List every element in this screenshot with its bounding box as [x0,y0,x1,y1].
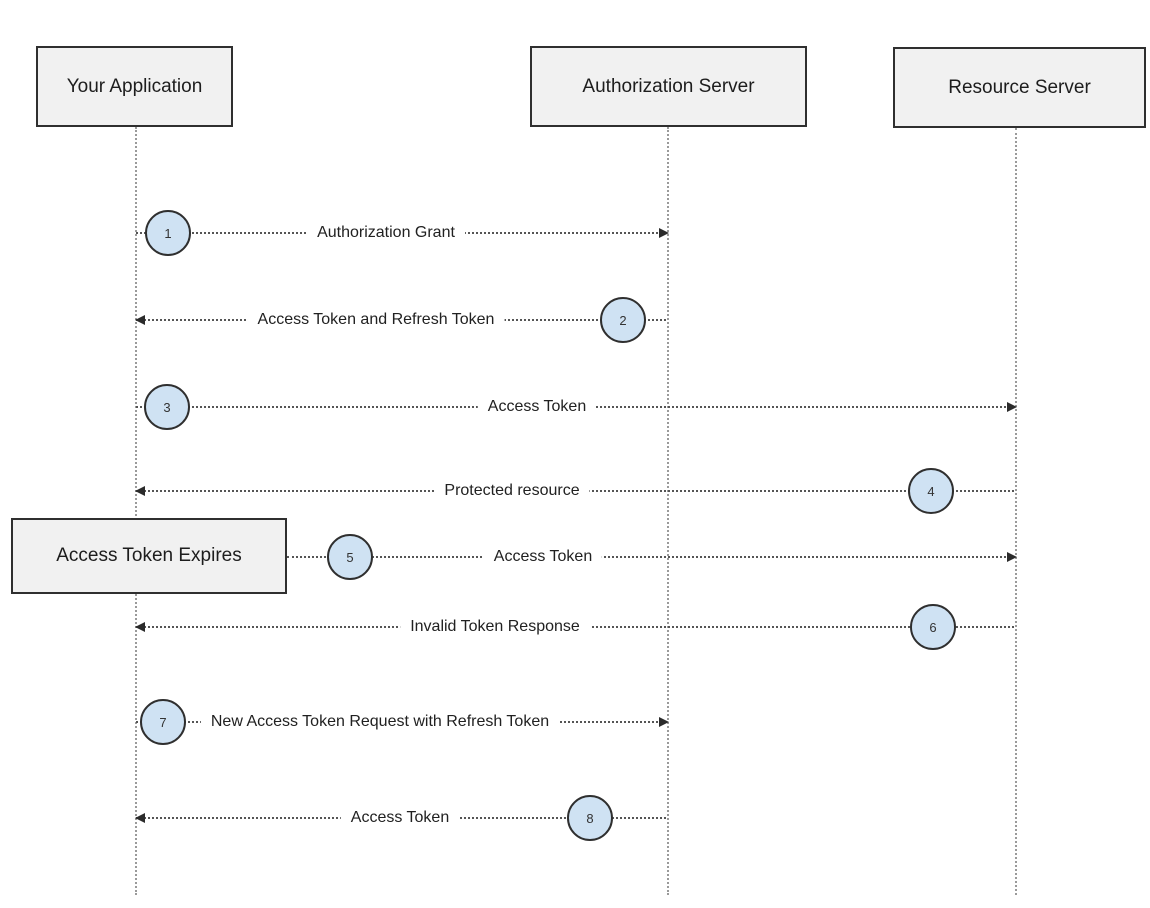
step-number: 1 [164,225,172,241]
actor-box-resource-server: Resource Server [893,47,1146,128]
message-row-5: 5 Access Token [287,534,1017,580]
message-label: Protected resource [434,481,590,501]
step-number: 8 [586,810,594,826]
lifeline-your-application [135,127,137,895]
arrowhead-left-icon [135,486,145,496]
step-circle-2: 2 [600,297,646,343]
step-circle-3: 3 [144,384,190,430]
message-row-7: 7 New Access Token Request with Refresh … [136,699,669,745]
step-circle-5: 5 [327,534,373,580]
message-label: Access Token [477,397,597,417]
step-number: 4 [927,483,935,499]
message-row-6: 6 Invalid Token Response [135,604,1016,650]
message-row-1: 1 Authorization Grant [136,210,669,256]
step-number: 5 [346,549,354,565]
message-row-8: 8 Access Token [135,795,668,841]
actor-box-authorization-server: Authorization Server [530,46,807,127]
message-label: New Access Token Request with Refresh To… [200,712,560,732]
arrowhead-right-icon [659,228,669,238]
note-label: Access Token Expires [56,545,242,566]
actor-box-your-application: Your Application [36,46,233,127]
actor-label: Authorization Server [582,75,755,97]
step-circle-4: 4 [908,468,954,514]
step-number: 3 [163,399,171,415]
lifeline-resource-server [1015,128,1017,895]
arrowhead-left-icon [135,622,145,632]
message-label: Access Token [340,808,460,828]
step-circle-1: 1 [145,210,191,256]
arrowhead-right-icon [1007,552,1017,562]
message-row-2: 2 Access Token and Refresh Token [135,297,668,343]
message-label: Access Token [483,547,603,567]
step-circle-6: 6 [910,604,956,650]
arrowhead-left-icon [135,315,145,325]
actor-label: Resource Server [948,76,1091,98]
arrowhead-right-icon [1007,402,1017,412]
step-circle-7: 7 [140,699,186,745]
note-box-access-token-expires: Access Token Expires [11,518,287,594]
message-row-3: 3 Access Token [136,384,1017,430]
step-number: 2 [619,312,627,328]
step-number: 7 [159,714,167,730]
arrowhead-left-icon [135,813,145,823]
message-label: Authorization Grant [307,223,465,243]
message-line [287,556,1014,558]
lifeline-authorization-server [667,127,669,895]
message-label: Invalid Token Response [400,617,590,637]
arrowhead-right-icon [659,717,669,727]
step-number: 6 [929,619,937,635]
message-label: Access Token and Refresh Token [247,310,505,330]
message-row-4: 4 Protected resource [135,468,1016,514]
actor-label: Your Application [66,75,203,97]
step-circle-8: 8 [567,795,613,841]
